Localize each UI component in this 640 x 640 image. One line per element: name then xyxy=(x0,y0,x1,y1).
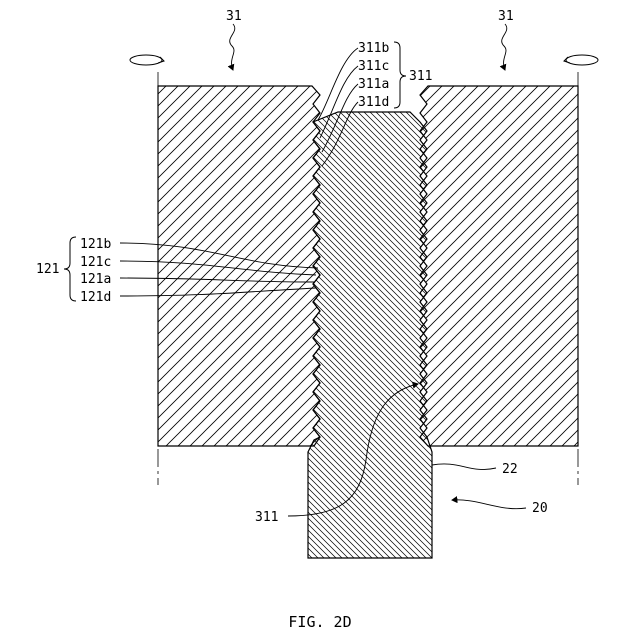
brace-121 xyxy=(64,237,76,301)
label-31-right: 31 xyxy=(498,9,514,24)
label-311a: 311a xyxy=(358,77,389,92)
shaft-workpiece xyxy=(308,112,432,558)
label-121-group: 121 xyxy=(36,262,59,277)
label-121c: 121c xyxy=(80,255,111,270)
left-die-block xyxy=(158,86,320,446)
leader-31-right xyxy=(502,24,507,70)
figure-caption: FIG. 2D xyxy=(288,613,351,631)
label-311d: 311d xyxy=(358,95,389,110)
label-311-lower: 311 xyxy=(255,510,278,525)
label-311c: 311c xyxy=(358,59,389,74)
right-die-block xyxy=(420,86,578,446)
label-311b: 311b xyxy=(358,41,389,56)
right-rotation-arrow-icon xyxy=(564,55,598,65)
label-121d: 121d xyxy=(80,290,111,305)
leader-20 xyxy=(452,500,526,509)
leader-22 xyxy=(432,464,496,470)
label-22: 22 xyxy=(502,462,518,477)
leader-31-left xyxy=(230,24,235,70)
brace-311 xyxy=(394,42,406,108)
label-31-left: 31 xyxy=(226,9,242,24)
label-311-group: 311 xyxy=(409,69,432,84)
left-rotation-arrow-icon xyxy=(130,55,164,65)
label-121b: 121b xyxy=(80,237,111,252)
label-20: 20 xyxy=(532,501,548,516)
label-121a: 121a xyxy=(80,272,111,287)
